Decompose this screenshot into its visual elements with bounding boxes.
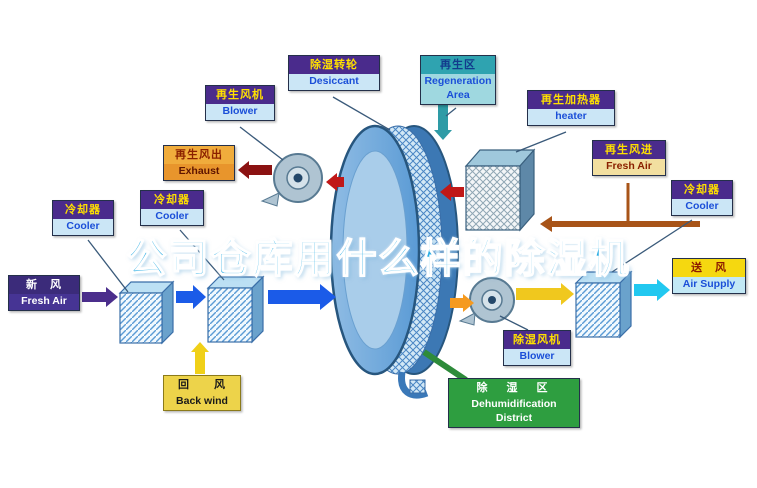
desiccant-rotor-label: 除湿转轮 Desiccant	[288, 55, 380, 91]
back-wind-label-zh: 回 风	[164, 376, 240, 395]
cooler-left-outer-label: 冷却器 Cooler	[52, 200, 114, 236]
regen-fresh-air-label-en: Fresh Air	[593, 159, 665, 175]
airflow-arrows	[82, 104, 700, 383]
regen-exhaust-arrow-1	[326, 173, 344, 191]
regen-blower-label-zh: 再生风机	[206, 86, 274, 105]
dehumid-district-label-en: Dehumidification District	[449, 397, 579, 427]
back-wind-label: 回 风 Back wind	[163, 375, 241, 411]
dehumid-district-connector	[422, 349, 468, 383]
air-supply-arrow	[634, 279, 670, 301]
dehumid-blower-label-en: Blower	[504, 349, 570, 365]
exhaust-label: 再生风出 Exhaust	[163, 145, 235, 181]
dehumid-district-label: 除 湿 区 Dehumidification District	[448, 378, 580, 428]
supply-blower-fan	[458, 277, 515, 326]
regen-fresh-air-label: 再生风进 Fresh Air	[592, 140, 666, 176]
regeneration-area-label: 再生区 Regeneration Area	[420, 55, 496, 105]
desiccant-rotor-label-en: Desiccant	[289, 74, 379, 90]
regen-heater-unit	[464, 148, 536, 232]
air-supply-label: 送 风 Air Supply	[672, 258, 746, 294]
regeneration-area-label-zh: 再生区	[421, 56, 495, 75]
back-wind-label-en: Back wind	[164, 394, 240, 410]
desiccant-rotor-label-zh: 除湿转轮	[289, 56, 379, 75]
regen-blower-fan	[260, 153, 323, 207]
dehumid-district-label-zh: 除 湿 区	[449, 379, 579, 398]
regen-exhaust-arrow-2	[238, 161, 272, 179]
cooler-right-label-en: Cooler	[672, 199, 732, 215]
cooler-left-outer-label-en: Cooler	[53, 219, 113, 235]
fresh-air-label-zh: 新 风	[9, 276, 79, 295]
fresh-air-label: 新 风 Fresh Air	[8, 275, 80, 311]
regen-blower-label-en: Blower	[206, 104, 274, 120]
air-supply-label-zh: 送 风	[673, 259, 745, 278]
regen-blower-label: 再生风机 Blower	[205, 85, 275, 121]
cooler-left-inner-label: 冷却器 Cooler	[140, 190, 204, 226]
cooler-right-label: 冷却器 Cooler	[671, 180, 733, 216]
regeneration-area-arrow	[434, 104, 452, 140]
fresh-air-label-en: Fresh Air	[9, 294, 79, 310]
cooler-left-outer-label-zh: 冷却器	[53, 201, 113, 220]
wheel-stand	[398, 371, 429, 399]
regen-heater-label-zh: 再生加热器	[528, 91, 614, 110]
dry-air-out-arrow	[450, 294, 474, 312]
heated-air-arrow	[440, 183, 464, 201]
cooler-unit-left-inner	[206, 275, 265, 344]
exhaust-label-zh: 再生风出	[164, 146, 234, 165]
cooler-unit-left-outer	[118, 280, 175, 345]
label-connectors	[87, 96, 693, 331]
supply-fan-out-arrow	[516, 283, 574, 305]
regen-intake-arrow	[540, 216, 700, 232]
cooler-right-label-zh: 冷却器	[672, 181, 732, 200]
back-wind-arrow	[191, 342, 209, 374]
regeneration-area-label-en: Regeneration Area	[421, 74, 495, 104]
desiccant-wheel	[329, 124, 459, 376]
exhaust-label-en: Exhaust	[164, 164, 234, 180]
dehumid-blower-label: 除湿风机 Blower	[503, 330, 571, 366]
cooler-left-inner-label-zh: 冷却器	[141, 191, 203, 210]
process-air-arrow-2	[268, 284, 336, 310]
regen-heater-label: 再生加热器 heater	[527, 90, 615, 126]
fresh-air-intake-arrow	[82, 287, 118, 307]
air-supply-label-en: Air Supply	[673, 277, 745, 293]
regen-heater-label-en: heater	[528, 109, 614, 125]
dehumid-blower-label-zh: 除湿风机	[504, 331, 570, 350]
regen-fresh-air-label-zh: 再生风进	[593, 141, 665, 160]
cooler-left-inner-label-en: Cooler	[141, 209, 203, 225]
cooler-unit-right	[574, 270, 633, 339]
process-air-arrow-1	[176, 285, 206, 309]
